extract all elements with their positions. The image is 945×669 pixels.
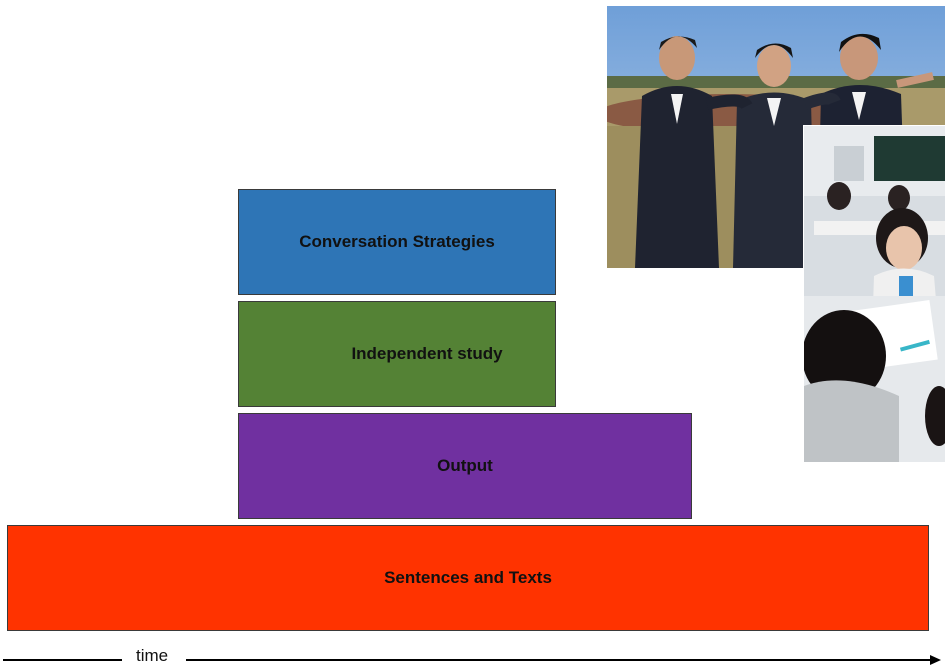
time-axis-label: time [136,646,169,665]
layer-label: Independent study [351,344,503,363]
time-axis-arrow [3,655,941,665]
classroom-photo [803,125,945,463]
layer-sentences-and-texts: Sentences and Texts [7,525,929,631]
layer-output: Output [238,413,692,519]
layer-label: Conversation Strategies [299,232,495,251]
layer-label: Sentences and Texts [384,568,552,587]
layer-conversation-strategies: Conversation Strategies [238,189,556,295]
layer-independent-study: Independent study [238,301,556,407]
layer-label: Output [437,456,493,475]
